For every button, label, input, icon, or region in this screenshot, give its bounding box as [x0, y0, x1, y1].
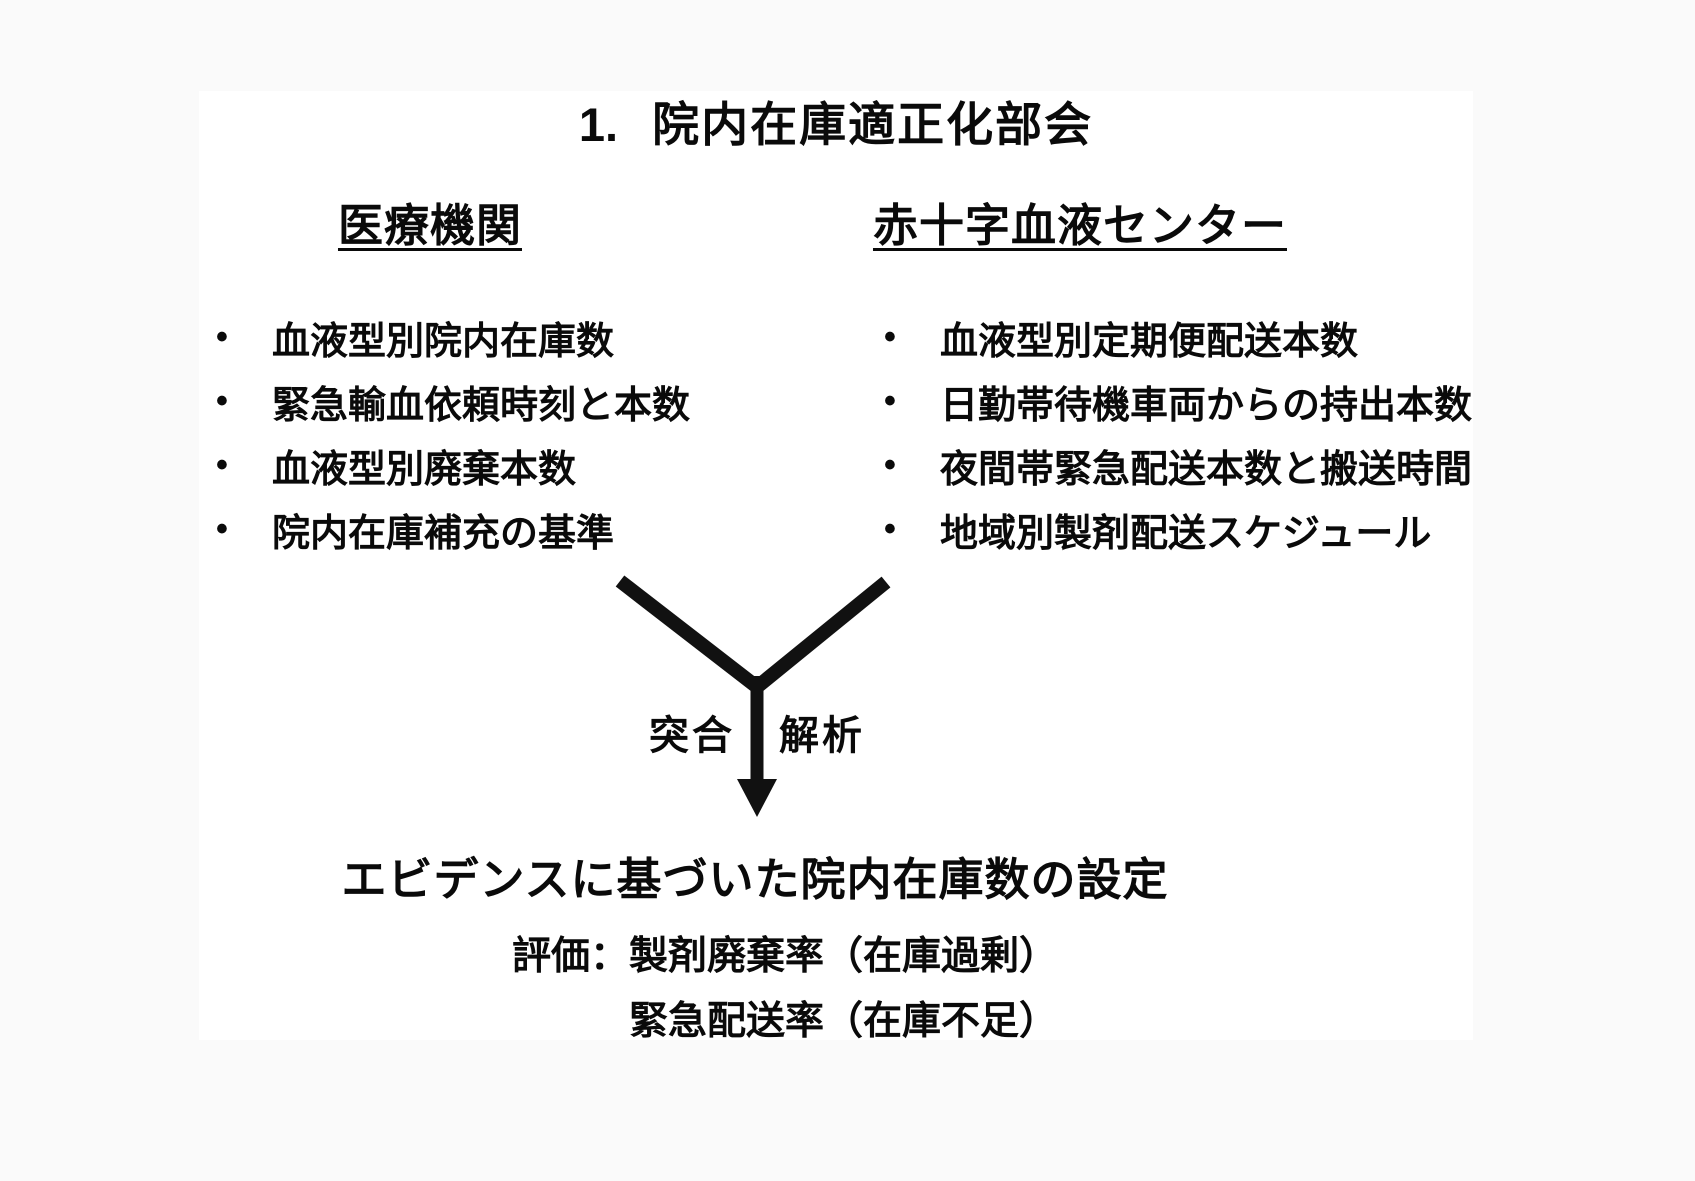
right-column-heading: 赤十字血液センター [872, 200, 1287, 251]
list-item: • 院内在庫補充の基準 [210, 497, 690, 561]
content-panel [199, 91, 1473, 1040]
bullet-text: 夜間帯緊急配送本数と搬送時間 [940, 448, 1473, 491]
evaluation-item: 緊急配送率（在庫不足） [629, 1000, 1059, 1043]
bullet-text: 地域別製剤配送スケジュール [940, 512, 1432, 555]
evaluation-label: 評価： [512, 935, 630, 978]
result-title: エビデンスに基づいた院内在庫数の設定 [341, 854, 1169, 905]
bullet-icon: • [884, 446, 896, 484]
left-column-heading: 医療機関 [337, 200, 522, 251]
bullet-icon: • [884, 318, 896, 356]
bullet-text: 血液型別院内在庫数 [272, 320, 615, 363]
bullet-text: 血液型別廃棄本数 [272, 448, 577, 491]
left-bullet-list: • 血液型別院内在庫数 • 緊急輸血依頼時刻と本数 • 血液型別廃棄本数 • 院… [210, 305, 690, 561]
evaluation-line: 評価： 製剤廃棄率（在庫過剰） [512, 924, 1058, 989]
list-item: • 地域別製剤配送スケジュール [878, 497, 1472, 561]
bullet-icon: • [216, 382, 228, 420]
bullet-text: 緊急輸血依頼時刻と本数 [272, 384, 691, 427]
bullet-text: 日勤帯待機車両からの持出本数 [940, 384, 1473, 427]
bullet-icon: • [216, 318, 228, 356]
bullet-icon: • [216, 510, 228, 548]
list-item: • 血液型別廃棄本数 [210, 433, 690, 497]
slide-title-text: 院内在庫適正化部会 [652, 98, 1094, 151]
right-bullet-list: • 血液型別定期便配送本数 • 日勤帯待機車両からの持出本数 • 夜間帯緊急配送… [878, 305, 1472, 561]
evaluation-item: 製剤廃棄率（在庫過剰） [629, 935, 1059, 978]
list-item: • 緊急輸血依頼時刻と本数 [210, 369, 690, 433]
slide-title: 1. 院内在庫適正化部会 [199, 86, 1473, 155]
list-item: • 血液型別定期便配送本数 [878, 305, 1472, 369]
list-item: • 日勤帯待機車両からの持出本数 [878, 369, 1472, 433]
bullet-icon: • [216, 446, 228, 484]
slide-title-number: 1. [578, 98, 619, 151]
bullet-icon: • [884, 510, 896, 548]
merge-label-matching: 突合 [649, 714, 735, 758]
merge-label-analysis: 解析 [779, 714, 865, 758]
bullet-text: 院内在庫補充の基準 [272, 512, 615, 555]
evaluation-line: 緊急配送率（在庫不足） [629, 989, 1058, 1054]
evaluation-block: 評価： 製剤廃棄率（在庫過剰） 緊急配送率（在庫不足） [512, 924, 1058, 1054]
bullet-text: 血液型別定期便配送本数 [940, 320, 1359, 363]
list-item: • 夜間帯緊急配送本数と搬送時間 [878, 433, 1472, 497]
list-item: • 血液型別院内在庫数 [210, 305, 690, 369]
bullet-icon: • [884, 382, 896, 420]
